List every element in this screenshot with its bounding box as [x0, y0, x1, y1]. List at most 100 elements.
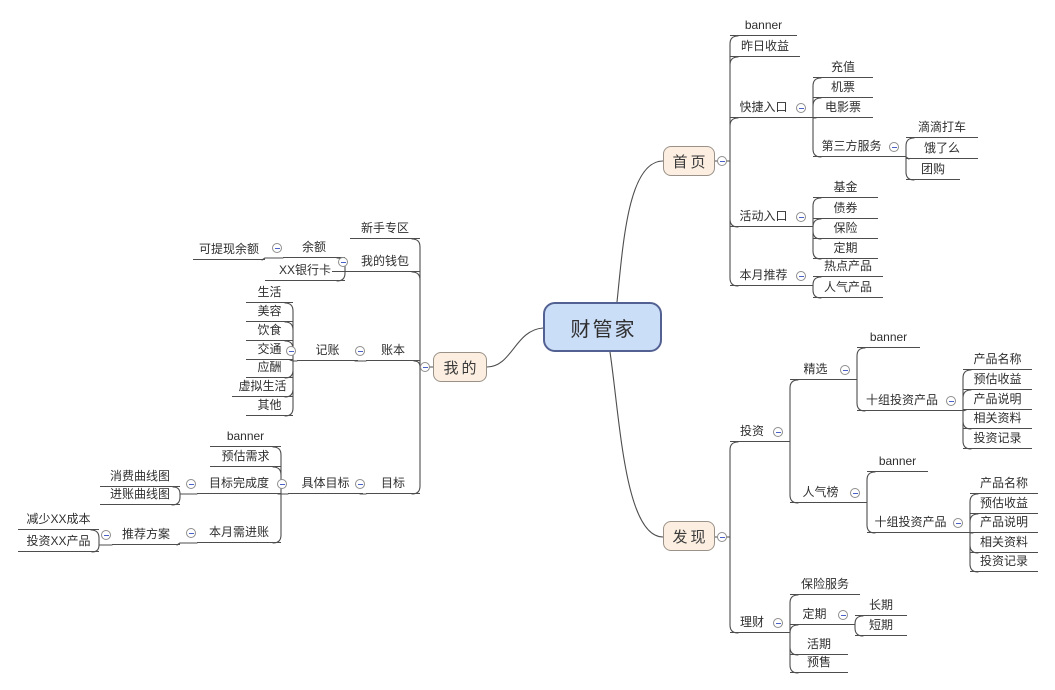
collapse-minus-icon[interactable]: [717, 156, 727, 166]
topic-shenghuo[interactable]: 生活: [246, 284, 293, 303]
topic-licai[interactable]: 理财: [730, 614, 790, 633]
topic-changqi[interactable]: 长期: [855, 597, 907, 616]
topic-duanqi[interactable]: 短期: [855, 617, 907, 636]
connector-line: [616, 160, 664, 303]
topic-banner4[interactable]: banner: [867, 453, 928, 472]
topic-renqibang[interactable]: 人气榜: [790, 484, 867, 503]
topic-touziXX[interactable]: 投资XX产品: [18, 533, 99, 552]
collapse-minus-icon[interactable]: [186, 479, 196, 489]
topic-renqi[interactable]: 人气产品: [813, 279, 883, 298]
topic-cq5[interactable]: 投资记录: [970, 553, 1038, 572]
topic-cp4[interactable]: 相关资料: [963, 410, 1032, 429]
topic-yue[interactable]: 余额: [283, 239, 345, 258]
collapse-minus-icon[interactable]: [420, 362, 430, 372]
topic-huoqi[interactable]: 活期: [790, 636, 848, 655]
topic-benyuejin[interactable]: 本月需进账: [197, 524, 281, 543]
topic-yinhangka[interactable]: XX银行卡: [265, 262, 345, 281]
collapse-minus-icon[interactable]: [338, 257, 348, 267]
collapse-minus-icon[interactable]: [717, 532, 727, 542]
topic-chongzhi[interactable]: 充值: [813, 59, 873, 78]
topic-ketixian[interactable]: 可提现余额: [193, 241, 265, 260]
branch-topic-mine[interactable]: 我的: [433, 352, 487, 382]
collapse-minus-icon[interactable]: [186, 528, 196, 538]
topic-touzi[interactable]: 投资: [730, 423, 790, 442]
topic-qianbao[interactable]: 我的钱包: [332, 253, 420, 272]
topic-disanfang[interactable]: 第三方服务: [813, 138, 906, 157]
collapse-minus-icon[interactable]: [946, 396, 956, 406]
topic-meirong[interactable]: 美容: [246, 303, 293, 322]
topic-shizu1[interactable]: 十组投资产品: [857, 392, 963, 411]
topic-wanchengdu[interactable]: 目标完成度: [197, 475, 281, 494]
topic-xinshou[interactable]: 新手专区: [350, 220, 420, 239]
topic-cq4[interactable]: 相关资料: [970, 534, 1038, 553]
topic-cq3[interactable]: 产品说明: [970, 514, 1038, 533]
topic-huodong[interactable]: 活动入口: [730, 208, 813, 227]
topic-cp3[interactable]: 产品说明: [963, 391, 1032, 410]
topic-bxfuwu[interactable]: 保险服务: [790, 576, 860, 595]
topic-tuangou[interactable]: 团购: [906, 161, 960, 180]
topic-cp5[interactable]: 投资记录: [963, 430, 1032, 449]
collapse-minus-icon[interactable]: [796, 212, 806, 222]
collapse-minus-icon[interactable]: [840, 365, 850, 375]
topic-xiaofei[interactable]: 消费曲线图: [100, 468, 180, 487]
topic-redian[interactable]: 热点产品: [813, 258, 883, 277]
collapse-minus-icon[interactable]: [101, 530, 111, 540]
collapse-minus-icon[interactable]: [838, 610, 848, 620]
collapse-minus-icon[interactable]: [953, 518, 963, 528]
topic-jipiao[interactable]: 机票: [813, 79, 873, 98]
topic-jinzhang[interactable]: 进账曲线图: [100, 486, 180, 505]
topic-jijin[interactable]: 基金: [813, 179, 878, 198]
topic-shizu2[interactable]: 十组投资产品: [867, 514, 970, 533]
collapse-minus-icon[interactable]: [355, 346, 365, 356]
collapse-minus-icon[interactable]: [355, 479, 365, 489]
collapse-minus-icon[interactable]: [277, 479, 287, 489]
topic-mubiao[interactable]: 目标: [366, 475, 420, 494]
topic-yushou[interactable]: 预售: [790, 654, 848, 673]
topic-zhangben[interactable]: 账本: [366, 342, 420, 361]
topic-jianshao[interactable]: 减少XX成本: [18, 511, 99, 530]
topic-xuni[interactable]: 虚拟生活: [232, 378, 293, 397]
branch-topic-discover[interactable]: 发现: [663, 521, 715, 551]
topic-jizhang[interactable]: 记账: [297, 342, 358, 361]
topic-yinshi[interactable]: 饮食: [246, 322, 293, 341]
topic-jiaotong[interactable]: 交通: [246, 341, 293, 360]
collapse-minus-icon[interactable]: [889, 142, 899, 152]
central-topic[interactable]: 财管家: [543, 302, 662, 352]
topic-banner3[interactable]: banner: [857, 329, 920, 348]
topic-qita[interactable]: 其他: [246, 397, 293, 416]
connector-line: [272, 446, 289, 544]
topic-benyue[interactable]: 本月推荐: [730, 267, 813, 286]
topic-ele[interactable]: 饿了么: [906, 140, 978, 159]
connector-line: [609, 351, 664, 538]
collapse-minus-icon[interactable]: [773, 427, 783, 437]
topic-cp2[interactable]: 预估收益: [963, 371, 1032, 390]
collapse-minus-icon[interactable]: [272, 243, 282, 253]
topic-didi[interactable]: 滴滴打车: [906, 119, 978, 138]
topic-jingxuan[interactable]: 精选: [790, 361, 857, 380]
topic-banner2[interactable]: banner: [210, 428, 281, 447]
topic-cp1[interactable]: 产品名称: [963, 351, 1032, 370]
topic-zhaiquan[interactable]: 债券: [813, 200, 878, 219]
branch-topic-home[interactable]: 首页: [663, 146, 715, 176]
connector-line: [486, 327, 544, 368]
collapse-minus-icon[interactable]: [850, 488, 860, 498]
collapse-minus-icon[interactable]: [796, 271, 806, 281]
topic-dianying[interactable]: 电影票: [813, 99, 873, 118]
topic-banner1[interactable]: banner: [730, 17, 797, 36]
collapse-minus-icon[interactable]: [796, 103, 806, 113]
collapse-minus-icon[interactable]: [286, 346, 296, 356]
topic-dingqi1[interactable]: 定期: [813, 240, 878, 259]
topic-cq2[interactable]: 预估收益: [970, 495, 1038, 514]
topic-yugu[interactable]: 预估需求: [210, 448, 281, 467]
topic-yingchou[interactable]: 应酬: [246, 359, 293, 378]
topic-dingqi2[interactable]: 定期: [790, 606, 855, 625]
topic-cq1[interactable]: 产品名称: [970, 475, 1038, 494]
collapse-minus-icon[interactable]: [773, 618, 783, 628]
topic-tuijian[interactable]: 推荐方案: [112, 526, 180, 545]
topic-zuori[interactable]: 昨日收益: [730, 38, 800, 57]
topic-juti[interactable]: 具体目标: [288, 475, 363, 494]
connector-line: [176, 542, 198, 546]
topic-baoxian[interactable]: 保险: [813, 220, 878, 239]
topic-kuaijie[interactable]: 快捷入口: [730, 99, 813, 118]
